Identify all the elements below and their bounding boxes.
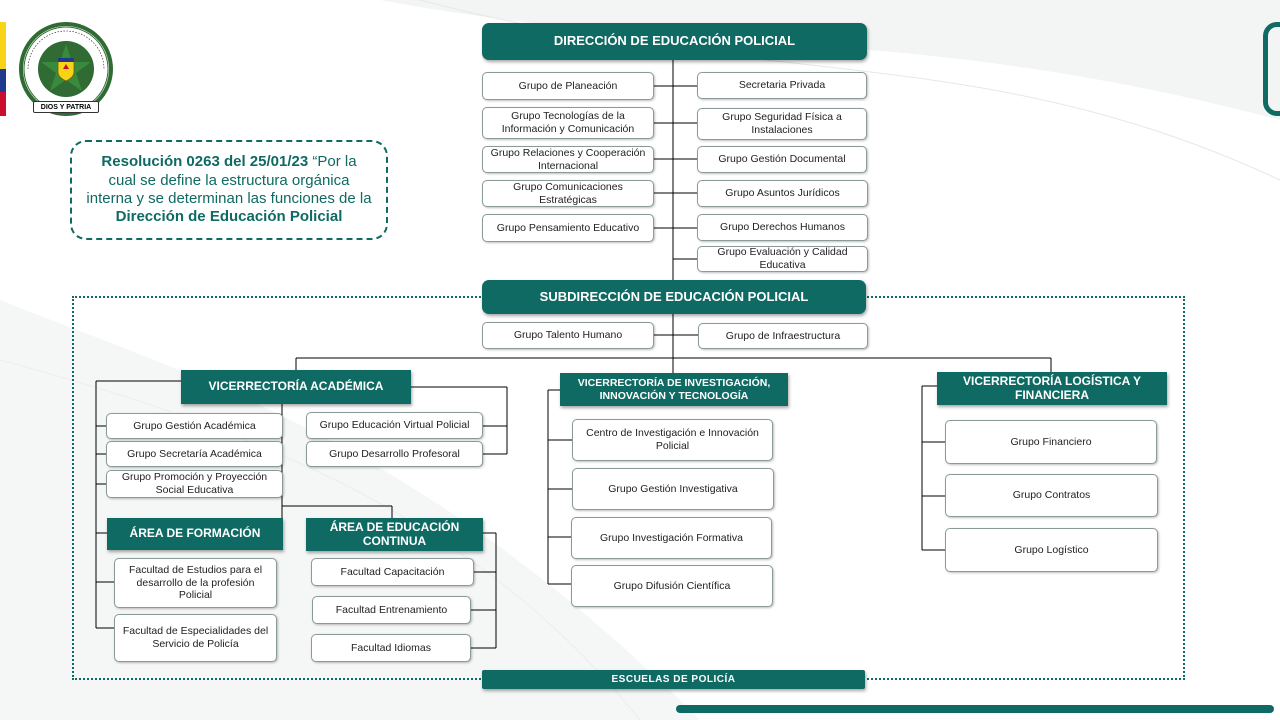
subdireccion-left-group: Grupo Talento Humano — [482, 322, 654, 349]
resolution-text: Resolución 0263 del 25/01/23 “Por la cua… — [86, 153, 372, 226]
academica-left-group: Grupo Gestión Académica — [106, 413, 283, 439]
investigacion-item: Centro de Investigación e Innovación Pol… — [572, 419, 773, 461]
direccion-left-group: Grupo Comunicaciones Estratégicas — [482, 180, 654, 207]
direccion-right-group: Grupo Evaluación y Calidad Educativa — [697, 246, 868, 272]
direccion-right-group: Grupo Asuntos Jurídicos — [697, 180, 868, 207]
direccion-right-group: Grupo Gestión Documental — [697, 146, 867, 173]
direccion-left-group: Grupo de Planeación — [482, 72, 654, 100]
policia-nacional-logo-icon — [19, 22, 113, 116]
flag-strip — [0, 22, 6, 116]
formacion-item: Facultad de Especialidades del Servicio … — [114, 614, 277, 662]
investigacion-item: Grupo Investigación Formativa — [571, 517, 772, 559]
escuelas-title: ESCUELAS DE POLICÍA — [482, 670, 865, 689]
direccion-left-group: Grupo Pensamiento Educativo — [482, 214, 654, 242]
academica-right-group: Grupo Educación Virtual Policial — [306, 412, 483, 439]
area-educacion-continua-title: ÁREA DE EDUCACIÓN CONTINUA — [306, 518, 483, 551]
direccion-right-group: Grupo Derechos Humanos — [697, 214, 868, 241]
vicerrectoria-investigacion-title: VICERRECTORÍA DE INVESTIGACIÓN, INNOVACI… — [560, 373, 788, 406]
direccion-left-group: Grupo Relaciones y Cooperación Internaci… — [482, 146, 654, 173]
subdireccion-title: SUBDIRECCIÓN DE EDUCACIÓN POLICIAL — [482, 280, 866, 314]
logistica-item: Grupo Financiero — [945, 420, 1157, 464]
direccion-right-group: Secretaria Privada — [697, 72, 867, 99]
resolution-bold-prefix: Resolución 0263 del 25/01/23 — [101, 153, 309, 171]
logo-motto: DIOS Y PATRIA — [33, 101, 99, 113]
vicerrectoria-academica-title: VICERRECTORÍA ACADÉMICA — [181, 370, 411, 404]
academica-left-group: Grupo Secretaría Académica — [106, 441, 283, 467]
academica-right-group: Grupo Desarrollo Profesoral — [306, 441, 483, 467]
subdireccion-right-group: Grupo de Infraestructura — [698, 323, 868, 349]
vicerrectoria-logistica-title: VICERRECTORÍA LOGÍSTICA Y FINANCIERA — [937, 372, 1167, 405]
edge-tab — [1263, 22, 1280, 116]
formacion-item: Facultad de Estudios para el desarrollo … — [114, 558, 277, 608]
area-formacion-title: ÁREA DE FORMACIÓN — [107, 518, 283, 550]
continua-item: Facultad Entrenamiento — [312, 596, 471, 624]
direccion-right-group: Grupo Seguridad Física a Instalaciones — [697, 108, 867, 140]
continua-item: Facultad Idiomas — [311, 634, 471, 662]
academica-left-group: Grupo Promoción y Proyección Social Educ… — [106, 470, 283, 498]
direccion-left-group: Grupo Tecnologías de la Información y Co… — [482, 107, 654, 139]
investigacion-item: Grupo Difusión Científica — [571, 565, 773, 607]
resolution-bold-suffix: Dirección de Educación Policial — [115, 208, 343, 226]
bottom-bar — [676, 705, 1274, 713]
logistica-item: Grupo Logístico — [945, 528, 1158, 572]
resolution-box: Resolución 0263 del 25/01/23 “Por la cua… — [70, 140, 388, 240]
resolution-body: “Por la cual se define la estructura org… — [86, 153, 372, 207]
logistica-item: Grupo Contratos — [945, 474, 1158, 517]
direccion-title: DIRECCIÓN DE EDUCACIÓN POLICIAL — [482, 23, 867, 60]
continua-item: Facultad Capacitación — [311, 558, 474, 586]
investigacion-item: Grupo Gestión Investigativa — [572, 468, 774, 510]
